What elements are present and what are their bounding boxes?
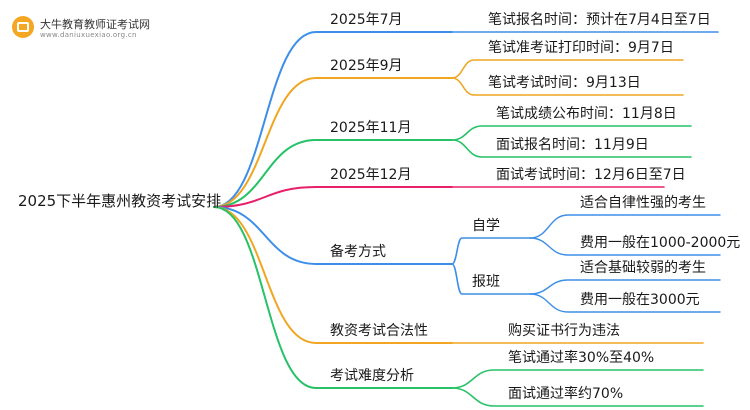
leaf-label: 面试报名时间：11月9日 bbox=[496, 137, 649, 153]
branch-label: 2025年7月 bbox=[330, 12, 403, 28]
branch-connector bbox=[213, 206, 453, 389]
sub-connector bbox=[451, 263, 531, 295]
sub-branch-label: 报班 bbox=[472, 274, 500, 290]
leaf-label: 费用一般在1000-2000元 bbox=[580, 235, 741, 251]
branch-connector bbox=[213, 206, 453, 265]
leaf-label: 笔试通过率30%至40% bbox=[508, 350, 655, 366]
leaf-label: 笔试准考证打印时间：9月7日 bbox=[488, 40, 674, 56]
logo-name: 大牛教育教师证考试网 bbox=[40, 18, 150, 31]
leaf-label: 适合基础较弱的考生 bbox=[580, 260, 706, 276]
branch-label: 备考方式 bbox=[330, 244, 386, 260]
leaf-connector bbox=[451, 387, 704, 407]
branch-connector bbox=[213, 77, 453, 208]
branch-label: 教资考试合法性 bbox=[330, 323, 428, 339]
branch-label: 2025年9月 bbox=[330, 58, 403, 74]
logo-url: www.daniuxuexiao.org.cn bbox=[40, 31, 137, 39]
leaf-connector bbox=[451, 139, 692, 158]
root-topic: 2025下半年惠州教资考试安排 bbox=[18, 192, 222, 210]
leaf-connector bbox=[451, 59, 684, 79]
book-icon bbox=[12, 16, 34, 38]
branch-label: 2025年11月 bbox=[330, 120, 412, 136]
branch-connector bbox=[213, 206, 453, 344]
branch-connector bbox=[213, 186, 453, 208]
leaf-connector bbox=[529, 293, 721, 313]
leaf-connector bbox=[451, 77, 684, 96]
branch-label: 考试难度分析 bbox=[330, 368, 414, 384]
leaf-connector bbox=[529, 214, 721, 239]
leaf-label: 费用一般在3000元 bbox=[580, 292, 700, 308]
leaf-label: 适合自律性强的考生 bbox=[580, 195, 706, 211]
leaf-label: 购买证书行为违法 bbox=[508, 323, 620, 339]
leaf-connector bbox=[529, 237, 721, 256]
site-logo: 大牛教育教师证考试网 www.daniuxuexiao.org.cn bbox=[6, 6, 176, 48]
leaf-label: 笔试考试时间：9月13日 bbox=[488, 75, 641, 91]
leaf-connector bbox=[451, 125, 692, 141]
leaf-connector bbox=[451, 369, 704, 389]
leaf-label: 笔试报名时间：预计在7月4日至7日 bbox=[488, 12, 711, 28]
sub-branch-label: 自学 bbox=[472, 218, 500, 234]
leaf-label: 面试通过率约70% bbox=[508, 386, 624, 402]
leaf-label: 笔试成绩公布时间：11月8日 bbox=[496, 106, 677, 122]
sub-connector bbox=[451, 237, 531, 265]
leaf-connector bbox=[529, 279, 721, 295]
leaf-label: 面试考试时间：12月6日至7日 bbox=[496, 167, 686, 183]
branch-connector bbox=[213, 31, 453, 208]
branch-label: 2025年12月 bbox=[330, 167, 412, 183]
branch-connector bbox=[213, 139, 453, 208]
